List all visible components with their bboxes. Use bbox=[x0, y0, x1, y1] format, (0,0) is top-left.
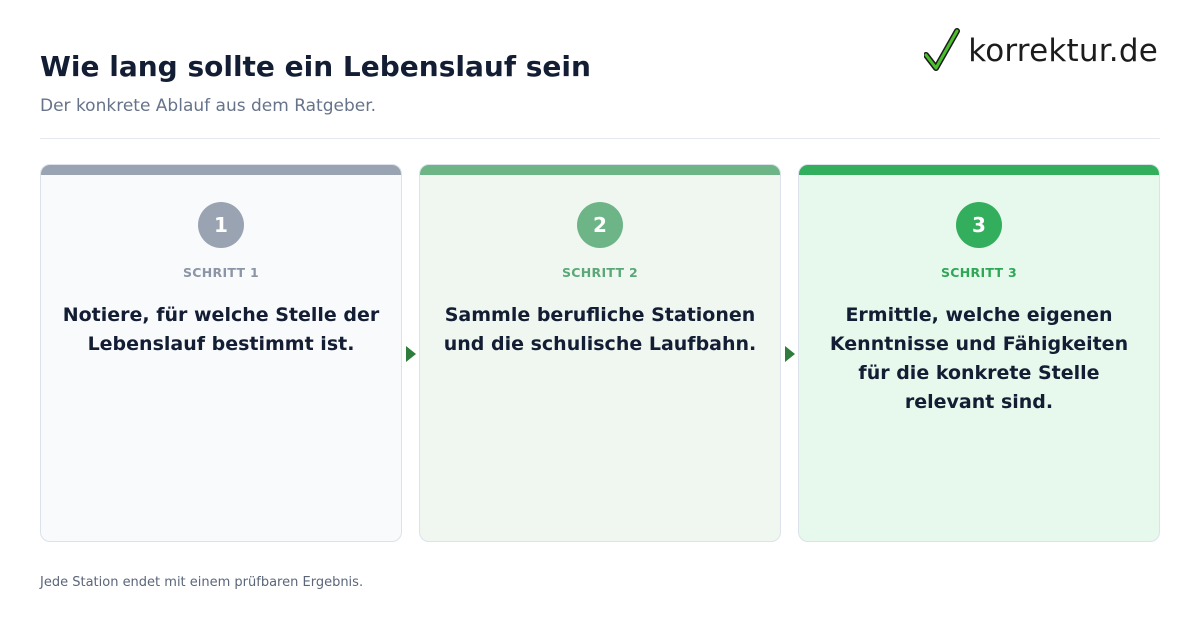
step-number-badge: 1 bbox=[198, 202, 244, 248]
checkmark-icon bbox=[924, 28, 961, 71]
logo-text: korrektur.de bbox=[968, 33, 1158, 69]
arrow-right-icon bbox=[785, 346, 795, 362]
brand-logo[interactable]: korrektur.de bbox=[924, 28, 1158, 74]
step-accent-bar bbox=[799, 165, 1159, 175]
header-divider bbox=[40, 138, 1160, 139]
step-card-3: 3 SCHRITT 3 Ermittle, welche eigenen Ken… bbox=[798, 164, 1160, 542]
step-label: SCHRITT 2 bbox=[561, 265, 638, 280]
step-card-1: 1 SCHRITT 1 Notiere, für welche Stelle d… bbox=[40, 164, 402, 542]
step-accent-bar bbox=[41, 165, 401, 175]
step-label: SCHRITT 1 bbox=[182, 265, 259, 280]
step-description: Notiere, für welche Stelle der Lebenslau… bbox=[62, 304, 380, 355]
step-accent-bar bbox=[420, 165, 780, 175]
step-label: SCHRITT 3 bbox=[940, 265, 1017, 280]
step-description: Sammle berufliche Stationen und die schu… bbox=[443, 304, 757, 355]
page-subtitle: Der konkrete Ablauf aus dem Ratgeber. bbox=[40, 96, 377, 116]
page-title: Wie lang sollte ein Lebenslauf sein bbox=[40, 50, 591, 83]
arrow-right-icon bbox=[406, 346, 416, 362]
step-number-badge: 3 bbox=[956, 202, 1002, 248]
step-description: Ermittle, welche eigenen Kenntnisse und … bbox=[829, 304, 1129, 413]
step-card-2: 2 SCHRITT 2 Sammle berufliche Stationen … bbox=[419, 164, 781, 542]
footer-note: Jede Station endet mit einem prüfbaren E… bbox=[40, 575, 364, 590]
step-number-badge: 2 bbox=[577, 202, 623, 248]
